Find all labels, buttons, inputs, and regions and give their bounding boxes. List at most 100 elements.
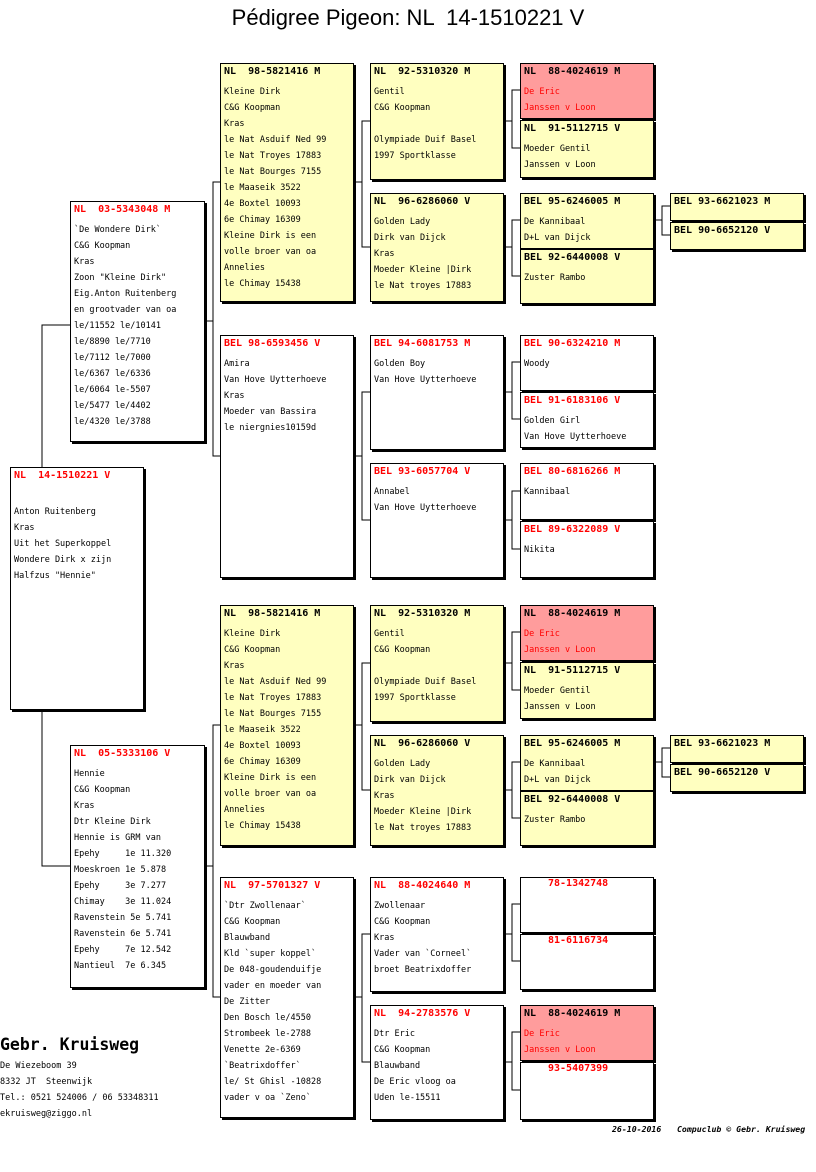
pedigree-line: Blauwband bbox=[374, 1061, 421, 1071]
ring-number: NL 94-2783576 V bbox=[374, 1008, 471, 1019]
ring-number: 93-5407399 bbox=[548, 1063, 609, 1074]
pedigree-line: Anton Ruitenberg bbox=[14, 507, 96, 517]
pedigree-line: Kras bbox=[374, 933, 395, 943]
pedigree-line: De Zitter bbox=[224, 997, 271, 1007]
connector-mmm bbox=[503, 1031, 520, 1091]
pedigree-line: Zuster Rambo bbox=[524, 815, 586, 825]
pedigree-line: De 048-goudenduifje bbox=[224, 965, 322, 975]
pedigree-line: Ravenstein 5e 5.741 bbox=[74, 913, 172, 923]
pedigree-line: le Chimay 15438 bbox=[224, 821, 301, 831]
page-title: Pédigree Pigeon: NL 14-1510221 V bbox=[231, 5, 585, 30]
ring-number: NL 96-6286060 V bbox=[374, 196, 471, 207]
connector-fff bbox=[503, 89, 520, 149]
pedigree-line: Amira bbox=[224, 359, 250, 369]
pedigree-line: Kleine Dirk bbox=[224, 629, 281, 639]
pedigree-line: le Nat Asduif Ned 99 bbox=[224, 135, 327, 145]
pedigree-line: le Nat troyes 17883 bbox=[374, 281, 472, 291]
pedigree-line: C&G Koopman bbox=[224, 103, 281, 113]
pedigree-line: le/5477 le/4402 bbox=[74, 401, 151, 411]
ring-number: NL 98-5821416 M bbox=[224, 608, 321, 619]
connector-mf bbox=[353, 662, 370, 791]
ring-number: NL 96-6286060 V bbox=[374, 738, 471, 749]
breeder-phone: Tel.: 0521 524006 / 06 53348311 bbox=[0, 1093, 159, 1103]
pedigree-line: le Nat Troyes 17883 bbox=[224, 151, 322, 161]
ring-number: NL 97-5701327 V bbox=[224, 880, 321, 891]
pedigree-line: le Nat Asduif Ned 99 bbox=[224, 677, 327, 687]
pedigree-line: Van Hove Uytterhoeve bbox=[524, 432, 627, 442]
ring-number: NL 14-1510221 V bbox=[14, 470, 111, 481]
pedigree-line: le/11552 le/10141 bbox=[74, 321, 161, 331]
ring-number: NL 03-5343048 M bbox=[74, 204, 171, 215]
pedigree-line: Moeder van Bassira bbox=[224, 407, 317, 417]
pedigree-line: `Dtr Zwollenaar` bbox=[224, 901, 306, 911]
pedigree-line: Janssen v Loon bbox=[524, 702, 596, 712]
pedigree-line: Golden Boy bbox=[374, 359, 426, 369]
pedigree-line: Ravenstein 6e 5.741 bbox=[74, 929, 172, 939]
pedigree-line: le Maaseik 3522 bbox=[224, 725, 301, 735]
pedigree-card-mmff: 78-1342748 bbox=[520, 877, 654, 933]
pedigree-line: Uden le-15511 bbox=[374, 1093, 441, 1103]
ring-number: 81-6116734 bbox=[548, 935, 609, 946]
pedigree-line: Venette 2e-6369 bbox=[224, 1045, 301, 1055]
pedigree-line: Dirk van Dijck bbox=[374, 233, 446, 243]
pedigree-line: Kras bbox=[374, 791, 395, 801]
pedigree-line: Moeskroen 1e 5.878 bbox=[74, 865, 167, 875]
pedigree-line: Kras bbox=[374, 249, 395, 259]
pedigree-line: Den Bosch le/4550 bbox=[224, 1013, 311, 1023]
pedigree-line: Van Hove Uytterhoeve bbox=[374, 503, 477, 513]
pedigree-line: Kannibaal bbox=[524, 487, 571, 497]
pedigree-line: le Nat troyes 17883 bbox=[374, 823, 472, 833]
ring-number: BEL 80-6816266 M bbox=[524, 466, 621, 477]
breeder-address: De Wiezeboom 39 bbox=[0, 1061, 77, 1071]
pedigree-line: Golden Girl bbox=[524, 416, 581, 426]
pedigree-line: 6e Chimay 16309 bbox=[224, 215, 301, 225]
pedigree-card-mfmfm: BEL 90-6652120 V bbox=[670, 764, 804, 792]
ring-number: BEL 95-6246005 M bbox=[524, 196, 621, 207]
pedigree-line: C&G Koopman bbox=[224, 917, 281, 927]
ring-number: NL 88-4024619 M bbox=[524, 608, 621, 619]
pedigree-line: Kras bbox=[74, 801, 95, 811]
pedigree-line: broet Beatrixdoffer bbox=[374, 965, 472, 975]
ring-number: BEL 93-6621023 M bbox=[674, 738, 771, 749]
pedigree-line: Zuster Rambo bbox=[524, 273, 586, 283]
pedigree-line: Chimay 3e 11.024 bbox=[74, 897, 172, 907]
pedigree-line: le Nat Bourges 7155 bbox=[224, 709, 322, 719]
ring-number: BEL 95-6246005 M bbox=[524, 738, 621, 749]
pedigree-line: Epehy 1e 11.320 bbox=[74, 849, 172, 859]
pedigree-line: Janssen v Loon bbox=[524, 160, 596, 170]
pedigree-line: le Maaseik 3522 bbox=[224, 183, 301, 193]
pedigree-line: Kleine Dirk bbox=[224, 87, 281, 97]
pedigree-line: Janssen v Loon bbox=[524, 645, 596, 655]
breeder-email: ekruisweg@ziggo.nl bbox=[0, 1109, 93, 1119]
pedigree-line: C&G Koopman bbox=[224, 645, 281, 655]
pedigree-card-ffmff: BEL 93-6621023 M bbox=[670, 193, 804, 221]
pedigree-line: Kras bbox=[14, 523, 35, 533]
connector-subject-sire bbox=[41, 324, 70, 467]
pedigree-line: Golden Lady bbox=[374, 759, 431, 769]
pedigree-line: Eig.Anton Ruitenberg bbox=[74, 289, 177, 299]
pedigree-line: `De Wondere Dirk` bbox=[74, 225, 161, 235]
pedigree-line: le/7112 le/7000 bbox=[74, 353, 151, 363]
pedigree-line: C&G Koopman bbox=[374, 103, 431, 113]
pedigree-line: Moeder Gentil bbox=[524, 686, 591, 696]
pedigree-line: le niergnies10159d bbox=[224, 423, 317, 433]
software-credit: Compuclub © Gebr. Kruisweg bbox=[677, 1124, 806, 1134]
pedigree-line: De Eric bbox=[524, 87, 560, 97]
ring-number: 78-1342748 bbox=[548, 878, 609, 889]
pedigree-line: Moeder Kleine |Dirk bbox=[374, 807, 472, 817]
pedigree-line: 4e Boxtel 10093 bbox=[224, 199, 301, 209]
pedigree-line: Strombeek le-2788 bbox=[224, 1029, 311, 1039]
ring-number: BEL 92-6440008 V bbox=[524, 794, 621, 805]
connector-fmm bbox=[503, 490, 520, 550]
ring-number: NL 91-5112715 V bbox=[524, 123, 621, 134]
